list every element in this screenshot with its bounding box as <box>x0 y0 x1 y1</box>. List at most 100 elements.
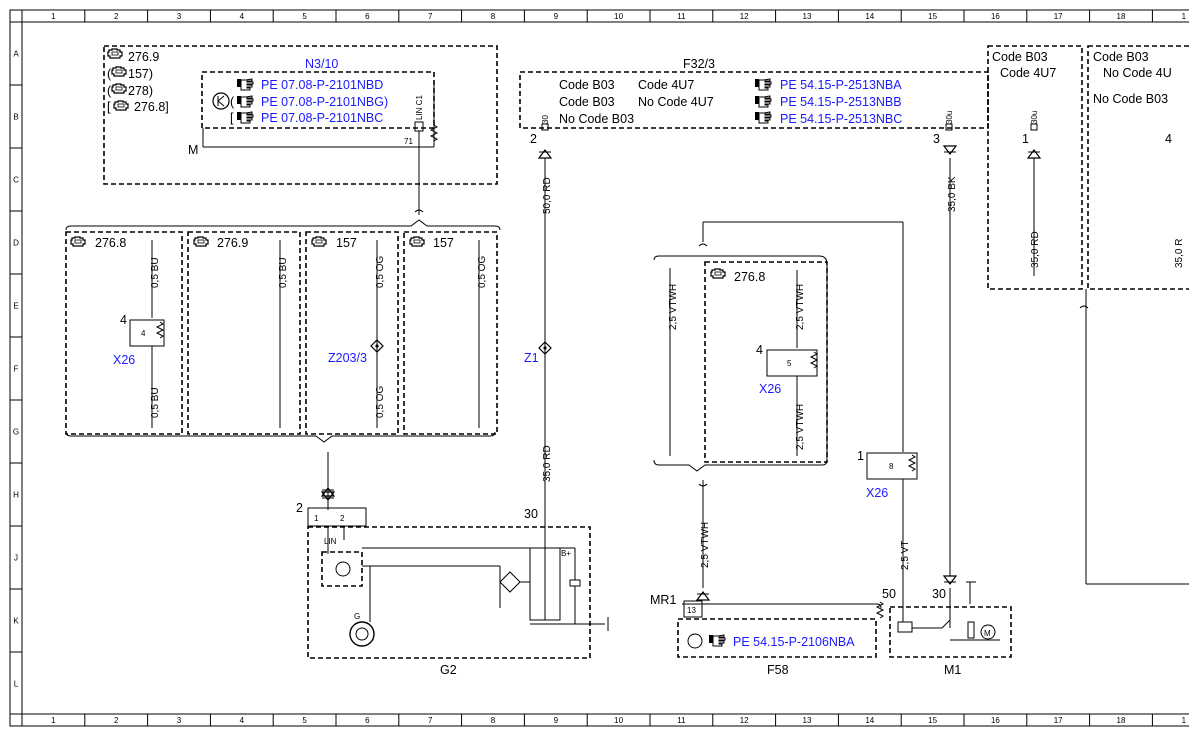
g2-alternator: 2 1 2 30 LIN B+ G G2 <box>296 501 609 677</box>
ground-label: M <box>188 143 198 157</box>
row-letter: A <box>13 50 19 59</box>
svg-text:4: 4 <box>120 313 127 327</box>
pin-number: 71 <box>404 137 413 146</box>
svg-text:30: 30 <box>541 115 550 124</box>
svg-text:Code B03: Code B03 <box>1093 50 1149 64</box>
svg-text:276.8: 276.8 <box>734 270 765 284</box>
engine-icon <box>193 236 209 247</box>
svg-text:13: 13 <box>687 606 696 615</box>
n3-10-title: N3/10 <box>305 57 338 71</box>
wire-label: 35,0 RD <box>542 445 553 482</box>
wire-label: 50,0 RD <box>542 177 553 214</box>
column-number: 17 <box>1054 12 1063 21</box>
column-number: 6 <box>365 716 370 725</box>
starter-variant-block: 2,5 VTWH 276.8 2,5 VTWH 4 5 X26 2,5 VTWH… <box>653 221 918 604</box>
svg-text:0,5 OG: 0,5 OG <box>375 256 386 288</box>
row-letter: K <box>13 617 19 626</box>
column-number: 3 <box>177 12 182 21</box>
svg-text:Code B03: Code B03 <box>992 50 1048 64</box>
svg-text:2,5 VTWH: 2,5 VTWH <box>795 404 806 450</box>
column-number: 17 <box>1054 716 1063 725</box>
svg-text:1: 1 <box>857 449 864 463</box>
hand-pointer-icon <box>754 95 772 108</box>
column-number: 16 <box>991 716 1000 725</box>
f32-3-title: F32/3 <box>683 57 715 71</box>
engine-icon <box>311 236 327 247</box>
pe-ref-link[interactable]: PE 54.15-P-2513NBC <box>780 112 902 126</box>
svg-text:2: 2 <box>296 501 303 515</box>
svg-text:No Code B03: No Code B03 <box>1093 92 1168 106</box>
svg-text:(: ( <box>230 95 235 109</box>
engine-variant-boxes: 276.8 0,5 BU 4 4 X26 0,5 BU 276.9 0,5 BU… <box>65 219 501 510</box>
wire-label: 2,5 VTWH <box>668 284 679 330</box>
pe-ref-link[interactable]: PE 07.08-P-2101NBC <box>261 111 383 125</box>
row-letter: J <box>14 554 18 563</box>
column-number: 8 <box>491 716 496 725</box>
svg-text:MR1: MR1 <box>650 593 676 607</box>
n3-10-block: 276.9 ( 157) ( 278) [ 276.8] N3/10 PE 07… <box>103 45 498 215</box>
column-number: 10 <box>614 716 623 725</box>
svg-text:0,5 OG: 0,5 OG <box>477 256 488 288</box>
pe-ref-link[interactable]: PE 07.08-P-2101NBG) <box>261 95 388 109</box>
transistor-icon <box>212 92 230 110</box>
svg-text:M: M <box>984 629 991 638</box>
engine-code-bracket-open: [ <box>107 100 111 114</box>
component-label: G2 <box>440 663 457 677</box>
column-number: 5 <box>302 716 307 725</box>
wire-label: 2,5 VT <box>900 541 911 570</box>
right-code-boxes: Code B03 Code 4U7 30u 1 35,0 RD Code B03… <box>987 45 1189 585</box>
column-number: 9 <box>554 716 559 725</box>
svg-text:LIN: LIN <box>324 537 337 546</box>
hand-pointer-icon <box>236 95 254 108</box>
column-number: 9 <box>554 12 559 21</box>
svg-text:5: 5 <box>787 359 792 368</box>
wire-label: 2,5 VTWH <box>700 522 711 568</box>
column-number: 10 <box>614 12 623 21</box>
row-letter: D <box>13 239 19 248</box>
engine-icon <box>107 48 123 59</box>
connector-label: X26 <box>866 486 888 500</box>
component-label: F58 <box>767 663 789 677</box>
engine-icon <box>113 100 129 111</box>
column-number: 1 <box>1182 716 1187 725</box>
pe-ref-link[interactable]: PE 07.08-P-2101NBD <box>261 78 383 92</box>
svg-text:35,0 R: 35,0 R <box>1174 239 1185 268</box>
svg-text:8: 8 <box>889 462 894 471</box>
column-number: 4 <box>240 12 245 21</box>
pe-ref-link[interactable]: PE 54.15-P-2106NBA <box>733 635 855 649</box>
svg-text:(: ( <box>107 84 112 98</box>
svg-text:Code B03: Code B03 <box>559 95 615 109</box>
svg-text:1: 1 <box>314 514 319 523</box>
motor-icon <box>980 624 996 640</box>
component-label: M1 <box>944 663 961 677</box>
column-number: 13 <box>803 716 812 725</box>
svg-text:276.8: 276.8 <box>95 236 126 250</box>
column-number: 7 <box>428 716 433 725</box>
svg-text:276.8]: 276.8] <box>134 100 169 114</box>
engine-icon <box>70 236 86 247</box>
column-number: 11 <box>677 12 686 21</box>
transistor-icon <box>687 633 703 649</box>
column-number: 16 <box>991 12 1000 21</box>
svg-text:0,5 BU: 0,5 BU <box>278 257 289 288</box>
svg-text:50: 50 <box>882 587 896 601</box>
pe-ref-link[interactable]: PE 54.15-P-2513NBA <box>780 78 902 92</box>
svg-text:1: 1 <box>1022 132 1029 146</box>
svg-text:157: 157 <box>433 236 454 250</box>
svg-text:157: 157 <box>336 236 357 250</box>
svg-text:2: 2 <box>340 514 345 523</box>
svg-text:B+: B+ <box>561 549 571 558</box>
column-number: 13 <box>803 12 812 21</box>
engine-code: 276.9 <box>128 50 159 64</box>
svg-text:[: [ <box>230 111 234 125</box>
row-letter: B <box>13 113 18 122</box>
svg-text:30u: 30u <box>1030 111 1039 124</box>
row-letter: G <box>13 428 19 437</box>
battery-wire: 50,0 RD Z1 35,0 RD 35,0 BK <box>524 145 958 585</box>
connector-label: X26 <box>113 353 135 367</box>
pe-ref-link[interactable]: PE 54.15-P-2513NBB <box>780 95 902 109</box>
column-number: 8 <box>491 12 496 21</box>
svg-text:30: 30 <box>524 507 538 521</box>
column-number: 15 <box>928 12 937 21</box>
